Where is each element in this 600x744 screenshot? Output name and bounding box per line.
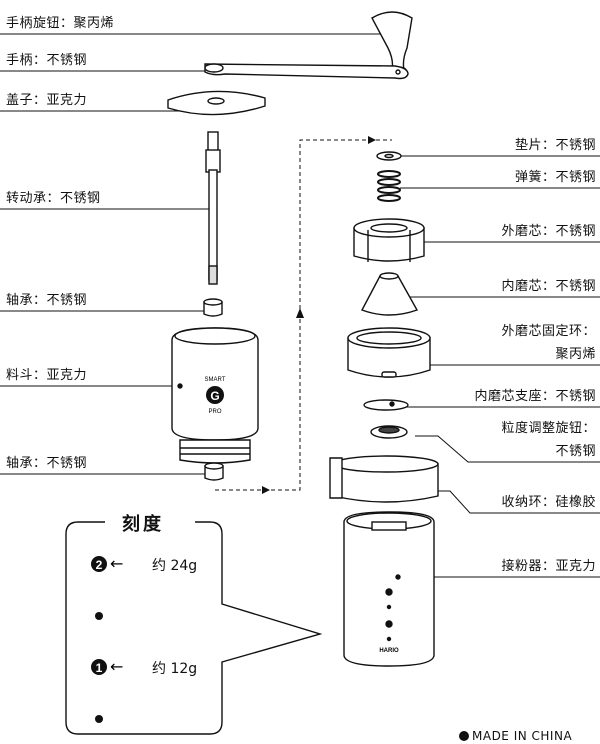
logo-top-text: SMART	[205, 377, 226, 383]
label-spring: 弹簧：不锈钢	[514, 170, 596, 185]
logo-bottom-text: PRO	[208, 409, 221, 415]
bearing-bottom-part	[204, 462, 224, 481]
legend-arrow-icon: ←	[110, 657, 123, 676]
label-hopper: 料斗：亚克力	[6, 368, 88, 383]
label-adjust-knob-line2: 不锈钢	[555, 444, 596, 459]
logo-letter: G	[210, 389, 219, 403]
label-bearing-bottom: 轴承：不锈钢	[6, 456, 88, 471]
brand-mark: HARIO	[379, 648, 399, 654]
origin-bullet-icon	[459, 731, 469, 741]
label-washer: 垫片：不锈钢	[514, 138, 596, 153]
label-storage-ring: 收纳环：硅橡胶	[501, 495, 596, 510]
label-handle: 手柄：不锈钢	[6, 53, 88, 68]
outer-burr-part	[353, 218, 425, 262]
inner-burr-holder-part	[363, 399, 409, 411]
label-outer-burr: 外磨芯：不锈钢	[501, 224, 596, 239]
outer-burr-ring-part	[347, 327, 431, 378]
label-bearing-top: 轴承：不锈钢	[6, 293, 88, 308]
shaft-part	[205, 131, 221, 285]
label-inner-burr-holder: 内磨芯支座：不锈钢	[474, 389, 596, 404]
label-shaft: 转动承：不锈钢	[6, 191, 101, 206]
label-adjust-knob-line1: 粒度调整旋钮：	[501, 421, 596, 436]
adjustment-knob-part	[370, 425, 408, 439]
assembly-dashed-path	[215, 136, 392, 494]
legend-title: 刻度	[116, 510, 170, 536]
leader-adjust-knob	[415, 435, 600, 463]
legend-dot	[95, 612, 103, 620]
handle-arm-part	[204, 63, 409, 80]
legend-item-24g: 约 24g	[152, 558, 198, 574]
legend-item-12g: 约 12g	[152, 661, 198, 677]
legend-marker-2: 2	[96, 558, 103, 572]
spring-part	[377, 170, 401, 202]
legend-marker-1: 1	[96, 661, 103, 675]
hopper-part	[171, 327, 259, 464]
legend-dot	[95, 715, 103, 723]
label-outer-burr-ring-line2: 聚丙烯	[555, 347, 596, 362]
scale-legend-box	[65, 521, 323, 735]
label-handle-knob: 手柄旋钮：聚丙烯	[6, 16, 115, 31]
made-in-label: MADE IN CHINA	[472, 729, 573, 743]
lid-part	[167, 90, 266, 116]
bearing-top-part	[203, 298, 223, 317]
label-outer-burr-ring-line1: 外磨芯固定环：	[501, 324, 596, 339]
handle-knob-part	[371, 11, 413, 74]
grounds-catcher-part	[343, 511, 435, 667]
label-inner-burr: 内磨芯：不锈钢	[501, 279, 596, 294]
storage-ring-part	[329, 455, 439, 503]
washer-part	[376, 151, 402, 161]
legend-arrow-icon: ←	[110, 554, 123, 573]
hopper-logo: SMART G PRO	[205, 377, 226, 415]
inner-burr-part	[361, 272, 419, 316]
label-grounds-catcher: 接粉器：亚克力	[501, 559, 596, 574]
label-lid: 盖子：亚克力	[6, 93, 88, 108]
legend-markers: 2 1 ← ←	[91, 554, 123, 723]
